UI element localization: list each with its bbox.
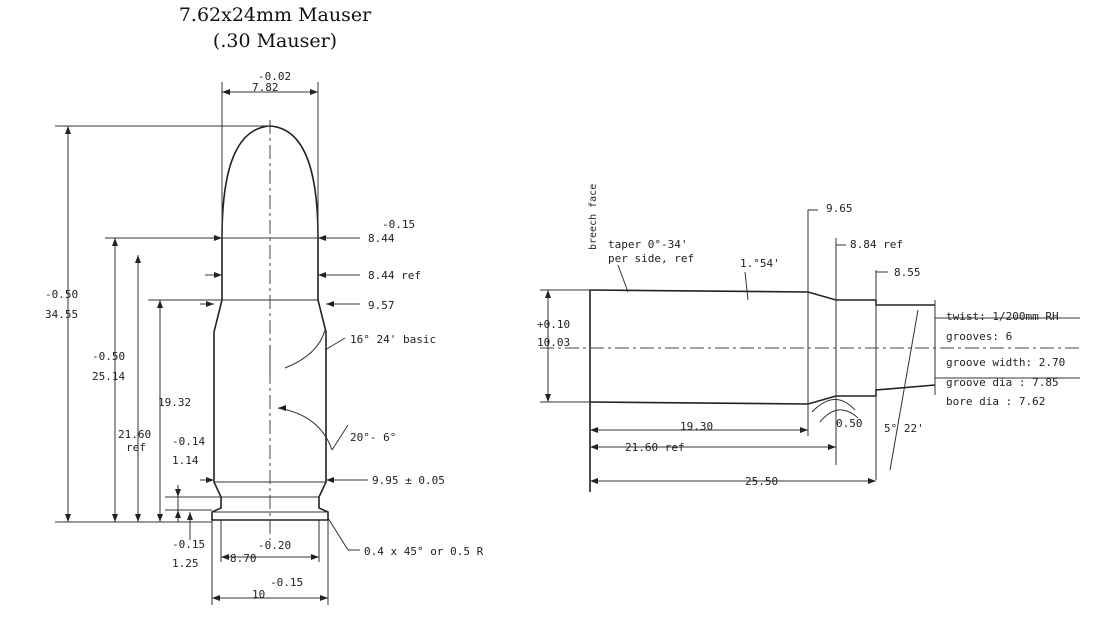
dim-chamber-base-diameter [540,289,590,403]
base-diameter-value: 9.95 ± 0.05 [372,474,445,487]
shoulder-angle-value: 16° 24' basic [350,333,436,346]
case-length-tolerance: -0.50 [92,350,125,363]
throat-arcs [811,399,859,423]
dim-neck-diameter [210,235,360,241]
throat-angle: 1.°54' [740,257,780,270]
neck-diameter-tolerance: -0.15 [382,218,415,231]
angle-leader [744,271,749,301]
neck-ref-value: 8.44 ref [368,269,421,282]
dim-groove-length [175,485,181,522]
chamber-outline [589,210,936,492]
len-2550-value: 25.50 [745,475,778,488]
rim-thickness-tolerance: -0.15 [172,538,205,551]
taper-label-1: taper 0°-34' [608,238,687,251]
dim-overall-length [65,126,71,522]
chamber-base-tolerance: +0.10 [537,318,570,331]
groove-width-spec: groove width: 2.70 [946,356,1065,369]
dim-body-length [157,300,163,522]
groove-length-tolerance: -0.14 [172,435,205,448]
overall-length-tolerance: -0.50 [45,288,78,301]
bullet-diameter-tolerance: -0.02 [258,70,291,83]
ref-length-label: ref [126,441,146,454]
small-dim-b: 5° 22' [884,422,924,435]
chamfer-value: 0.4 x 45° or 0.5 R [364,545,484,558]
dim-case-length [112,238,118,522]
dim-groove-diameter [220,520,320,562]
dim-shoulder-angle [269,329,346,375]
small-dim-a: 0.50 [836,417,863,430]
dim-rim-thickness [187,512,193,540]
taper-leader [617,264,629,293]
taper-label-2: per side, ref [608,252,694,265]
dim-len-1930 [590,427,808,433]
rim-diameter-value: 10 [252,588,265,601]
body-length-value: 19.32 [158,396,191,409]
dim-shoulder-diameter [200,301,360,307]
len-1930-value: 19.30 [680,420,713,433]
dim-len-2160 [590,444,836,450]
dim-chamfer-leader [327,517,360,551]
bullet-diameter-value: 7.82 [252,81,279,94]
shoulder-diameter-value: 9.57 [368,299,395,312]
dim-bullet-diameter [221,82,319,238]
dim-ref-length [135,255,141,522]
rim-thickness-value: 1.25 [172,557,199,570]
drawing-subtitle: (.30 Mauser) [212,30,338,52]
groove-length-value: 1.14 [172,454,199,467]
dim-rim-diameter [211,520,329,605]
extension-lines-left [55,125,270,523]
chamber-base-value: 10.03 [537,336,570,349]
rifling-lines [889,309,1080,471]
bore-dia-spec: bore dia : 7.62 [946,395,1045,408]
groove-dia-spec: groove dia : 7.85 [946,376,1059,389]
dim-855-value: 8.55 [894,266,921,279]
ref-length-value: 21.60 [118,428,151,441]
groove-diameter-value: 8.70 [230,552,257,565]
drawing-title: 7.62x24mm Mauser [178,4,372,26]
len-2160-value: 21.60 ref [625,441,685,454]
neck-diameter-value: 8.44 [368,232,395,245]
case-length-value: 25.14 [92,370,125,383]
breech-face-label: breech face [588,184,599,250]
dim-base-diameter [200,477,368,483]
rim-diameter-tolerance: -0.15 [270,576,303,589]
dim-965-value: 9.65 [826,202,853,215]
overall-length-value: 34.55 [45,308,78,321]
dim-neck-ref [205,272,360,278]
extractor-angle-value: 20°- 6° [350,431,396,444]
groove-diameter-tolerance: -0.20 [258,539,291,552]
grooves-spec: grooves: 6 [946,330,1012,343]
dim-len-2550 [590,478,876,484]
dim-extractor-angle [277,405,349,451]
twist-spec: twist: 1/200mm RH [946,310,1059,323]
dim-864-value: 8.84 ref [850,238,903,251]
